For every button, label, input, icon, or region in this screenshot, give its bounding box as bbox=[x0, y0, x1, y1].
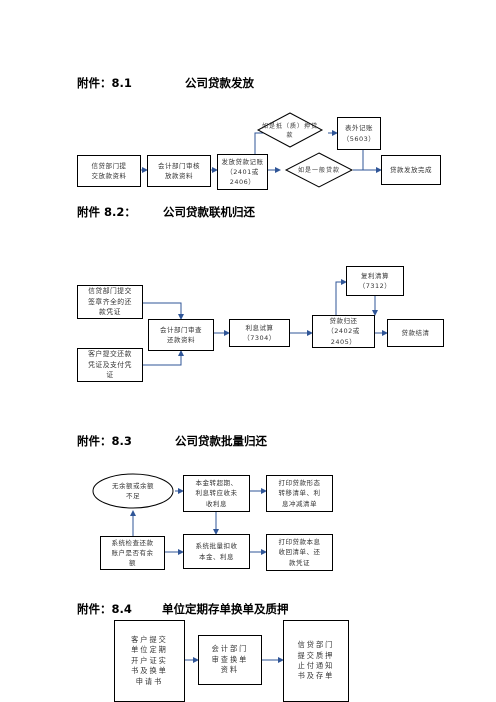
node-credit-submit-pledge: 信贷部门 提交质押 止付通知 书及存单 bbox=[283, 620, 349, 702]
node-offbook-posting: 表外记账 （5603） bbox=[337, 117, 381, 150]
node-interest-trial: 利息试算 （7304） bbox=[229, 319, 290, 347]
node-system-check-balance: 系统检查还款 账户是否有余 额 bbox=[100, 536, 165, 570]
node-print-recover-list: 打印贷款本息 收回清单、还 款凭证 bbox=[266, 534, 333, 571]
node-credit-submit-loan-docs: 信贷部门提 交放款资料 bbox=[77, 155, 141, 187]
node-print-transfer-list: 打印贷款形态 转移清单、利 息冲减清单 bbox=[266, 475, 333, 512]
section-label: 附件：8.3 bbox=[77, 434, 132, 448]
section-label: 附件：8.1 bbox=[77, 76, 132, 90]
node-loan-repayment: 贷款归还 （2402或 2405） bbox=[312, 315, 375, 348]
section-title: 公司贷款批量归还 bbox=[175, 434, 267, 448]
node-insufficient-balance: 无余额或余额 不足 bbox=[112, 482, 154, 500]
section-label: 附件：8.4 bbox=[77, 602, 132, 616]
section-heading-8-3: 附件：8.3 公司贷款批量归还 bbox=[77, 433, 267, 449]
section-heading-8-2: 附件 8.2： 公司贷款联机归还 bbox=[77, 204, 255, 220]
node-compound-interest: 复利清算 （7312） bbox=[346, 266, 404, 296]
node-accounting-review-repay: 会计部门审查 还款资料 bbox=[148, 319, 214, 351]
decision-mortgage-label: 如是抵（质）押贷 款 bbox=[261, 123, 318, 139]
node-loan-settled: 贷款结清 bbox=[387, 319, 444, 347]
section-heading-8-4: 附件：8.4 单位定期存单换单及质押 bbox=[77, 601, 289, 617]
node-customer-submit-voucher: 客户提交还款 凭证及支付凭 证 bbox=[77, 348, 143, 382]
decision-mortgage-shape bbox=[256, 112, 324, 148]
section-label: 附件 8.2： bbox=[77, 205, 136, 219]
node-accounting-review-docs: 会计部门审核 放款资料 bbox=[147, 155, 211, 187]
decision-general-shape bbox=[284, 152, 354, 188]
node-accounting-review-exchange: 会计部门 审查换单 资料 bbox=[198, 635, 262, 685]
node-batch-deduct: 系统批量扣收 本金、利息 bbox=[183, 534, 250, 569]
node-credit-submit-repay-voucher: 信贷部门提交 签章齐全的还 款凭证 bbox=[77, 285, 143, 319]
section-title: 公司贷款发放 bbox=[185, 76, 254, 90]
insufficient-ellipse bbox=[92, 473, 174, 509]
decision-general-label: 如是一般贷款 bbox=[297, 167, 340, 174]
section-heading-8-1: 附件：8.1 公司贷款发放 bbox=[77, 75, 254, 91]
node-issue-loan-posting: 发放贷款记账 （2401或 2406） bbox=[217, 154, 268, 190]
node-loan-issued: 贷款发放完成 bbox=[381, 155, 441, 185]
section-title: 单位定期存单换单及质押 bbox=[162, 602, 289, 616]
node-overdue-transfer: 本金转超期、 利息转应收未 收利息 bbox=[183, 475, 250, 512]
node-customer-submit-certificate: 客户提交 单位定期 开户证实 书及换单 申请书 bbox=[114, 620, 185, 702]
section-title: 公司贷款联机归还 bbox=[163, 205, 255, 219]
